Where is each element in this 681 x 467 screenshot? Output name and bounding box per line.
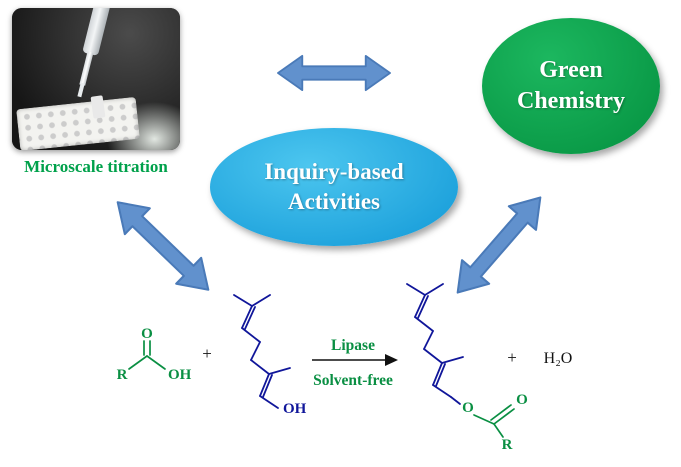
acid-c-oh-bond [146, 355, 166, 370]
double-arrow-shape [116, 201, 210, 291]
inquiry-line2: Activities [288, 189, 380, 214]
ester-carbonyl-oxygen-label: O [516, 392, 528, 408]
pipette-shaft [79, 51, 94, 86]
ester-group-structure: O O R [462, 392, 528, 453]
geraniol-methyl-right [251, 294, 271, 307]
pipette-tip [77, 82, 85, 98]
double-arrow-photo-to-reaction-icon [116, 201, 210, 291]
geraniol-methyl-branch [268, 367, 291, 375]
ester-c-r-bond [493, 423, 504, 438]
ester-methyl-right [424, 283, 444, 296]
ester-methyl-branch [441, 356, 464, 364]
carboxylic-acid-structure: O R OH [117, 326, 192, 383]
ester-c1-o-bond [450, 396, 461, 405]
condition-lipase: Lipase [331, 337, 375, 354]
double-arrow-photo-to-green-icon [277, 54, 391, 92]
acid-c-r-bond [128, 355, 148, 370]
microscale-titration-photo [12, 8, 180, 150]
double-arrow-green-to-reaction-icon [456, 196, 542, 294]
geraniol-c7=c6-b [244, 306, 256, 330]
green-chemistry-line1: Green [539, 56, 603, 83]
geraniol-c2-c1 [259, 395, 279, 409]
geranyl-ester-skeleton [406, 283, 464, 405]
geraniol-c4-c3 [250, 359, 270, 375]
ester-c5-c4 [423, 330, 434, 350]
acid-r-label: R [117, 367, 128, 383]
green-chemistry-line2: Chemistry [517, 88, 625, 114]
ester-c3=c2-b [435, 363, 446, 387]
ester-c2-c1 [432, 384, 452, 398]
geraniol-methyl-left [233, 294, 253, 307]
geraniol-c7=c6-a [241, 305, 253, 329]
double-arrow-shape [277, 54, 391, 92]
reaction-arrow [312, 354, 398, 366]
acid-carbonyl-oxygen-label: O [141, 326, 153, 342]
geraniol-oh-label: OH [283, 401, 307, 417]
geraniol-c6-c5 [241, 327, 261, 343]
reaction-arrow-head [385, 354, 398, 366]
geraniol-c3=c2-b [262, 374, 273, 398]
geraniol-c5-c4 [250, 341, 261, 361]
ester-c=o-b [490, 404, 512, 421]
ester-c4-c3 [423, 348, 443, 364]
ester-c7=c6-b [417, 295, 429, 319]
ester-methyl-left [406, 283, 426, 296]
plus-sign-left: + [202, 344, 212, 363]
geraniol-c3=c2-a [259, 373, 270, 397]
ester-c3=c2-a [432, 362, 443, 386]
double-arrow-shape [456, 196, 542, 294]
ester-c=o-a [493, 408, 515, 425]
acid-oh-label: OH [168, 367, 192, 383]
ester-o-c-bond [473, 414, 495, 425]
ester-r-label: R [502, 437, 513, 453]
ester-c6-c5 [414, 316, 434, 332]
water-byproduct-label: H₂O [544, 350, 573, 367]
condition-solvent-free: Solvent-free [313, 372, 393, 389]
ester-c7=c6-a [414, 294, 426, 318]
reaction-scheme: O R OH + OH Lipas [117, 283, 573, 453]
green-chemistry-bubble: Green Chemistry [482, 18, 660, 154]
plus-sign-right: + [507, 348, 517, 367]
inquiry-activities-bubble: Inquiry-based Activities [210, 128, 458, 246]
photo-caption: Microscale titration [24, 157, 168, 176]
geraniol-structure: OH [233, 294, 307, 417]
ester-oxygen-label: O [462, 400, 474, 416]
inquiry-line1: Inquiry-based [264, 159, 404, 185]
